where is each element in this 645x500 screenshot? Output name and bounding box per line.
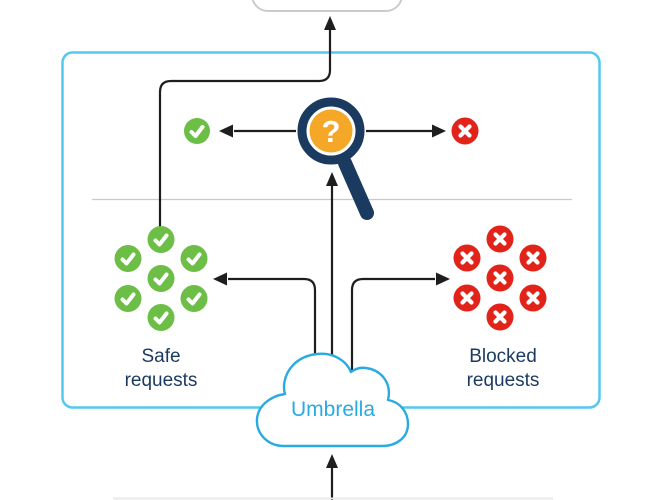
blocked-request-icon-glyph bbox=[493, 271, 507, 285]
x-icon bbox=[458, 124, 472, 138]
blocked-request-icon-glyph bbox=[460, 251, 474, 265]
cloud-shape bbox=[255, 352, 410, 448]
safe-request-icon bbox=[114, 285, 142, 312]
umbrella-cloud: Umbrella bbox=[255, 352, 410, 448]
safe-request-icon bbox=[114, 245, 142, 272]
arrowhead-mag bbox=[326, 172, 338, 186]
safe-request-icon-glyph bbox=[120, 292, 136, 306]
blocked-request-icon bbox=[486, 225, 514, 253]
blocked-request-icon bbox=[519, 284, 547, 312]
safe-verdict-icon bbox=[184, 118, 210, 144]
safe-request-icon-glyph bbox=[186, 292, 202, 306]
blocked-request-icon bbox=[486, 303, 514, 331]
blocked-request-icon-glyph bbox=[526, 291, 540, 305]
arrow-cloud-to-blocked-cluster bbox=[350, 277, 435, 400]
safe-requests-label: Safe requests bbox=[124, 346, 198, 391]
cloud-label: Umbrella bbox=[291, 398, 375, 421]
arrow-cloud-to-safe-cluster bbox=[228, 277, 317, 400]
blocked-request-icon bbox=[453, 284, 481, 312]
safe-request-icon bbox=[180, 285, 208, 312]
blocked-request-icon bbox=[519, 244, 547, 272]
top-box bbox=[251, 0, 403, 12]
arrowhead-right bbox=[432, 124, 446, 138]
arrow-safe-to-top bbox=[158, 30, 332, 236]
arrowhead-left bbox=[219, 124, 233, 138]
blocked-request-icon bbox=[453, 244, 481, 272]
blocked-request-icon-glyph bbox=[493, 232, 507, 246]
flow-arrows bbox=[158, 16, 450, 500]
safe-requests-cluster bbox=[114, 226, 208, 331]
blocked-request-icon-glyph bbox=[493, 310, 507, 324]
safe-request-icon-glyph bbox=[153, 311, 169, 325]
arrowhead-blocked-cluster bbox=[436, 272, 450, 286]
magnifier-handle bbox=[338, 156, 374, 220]
blocked-request-icon bbox=[486, 264, 514, 292]
arrowhead-safe-cluster bbox=[213, 272, 227, 286]
safe-request-icon bbox=[180, 245, 208, 272]
safe-request-icon-glyph bbox=[153, 233, 169, 247]
blocked-requests-cluster bbox=[453, 225, 547, 331]
arrowhead-top bbox=[324, 16, 336, 30]
arrowhead-bottom bbox=[326, 454, 338, 468]
magnifier-lens bbox=[309, 109, 353, 153]
check-icon bbox=[189, 125, 205, 138]
safe-request-icon bbox=[147, 265, 175, 292]
blocked-requests-label: Blocked requests bbox=[466, 346, 540, 391]
question-mark-icon: ? bbox=[322, 114, 341, 149]
blocked-request-icon-glyph bbox=[460, 291, 474, 305]
safe-request-icon-glyph bbox=[186, 252, 202, 266]
magnifier-icon: ? bbox=[297, 97, 374, 220]
safe-request-icon bbox=[147, 226, 175, 253]
safe-request-icon-glyph bbox=[153, 272, 169, 286]
blocked-verdict-icon bbox=[451, 117, 479, 145]
safe-request-icon bbox=[147, 304, 175, 331]
blocked-request-icon-glyph bbox=[526, 251, 540, 265]
safe-request-icon-glyph bbox=[120, 252, 136, 266]
